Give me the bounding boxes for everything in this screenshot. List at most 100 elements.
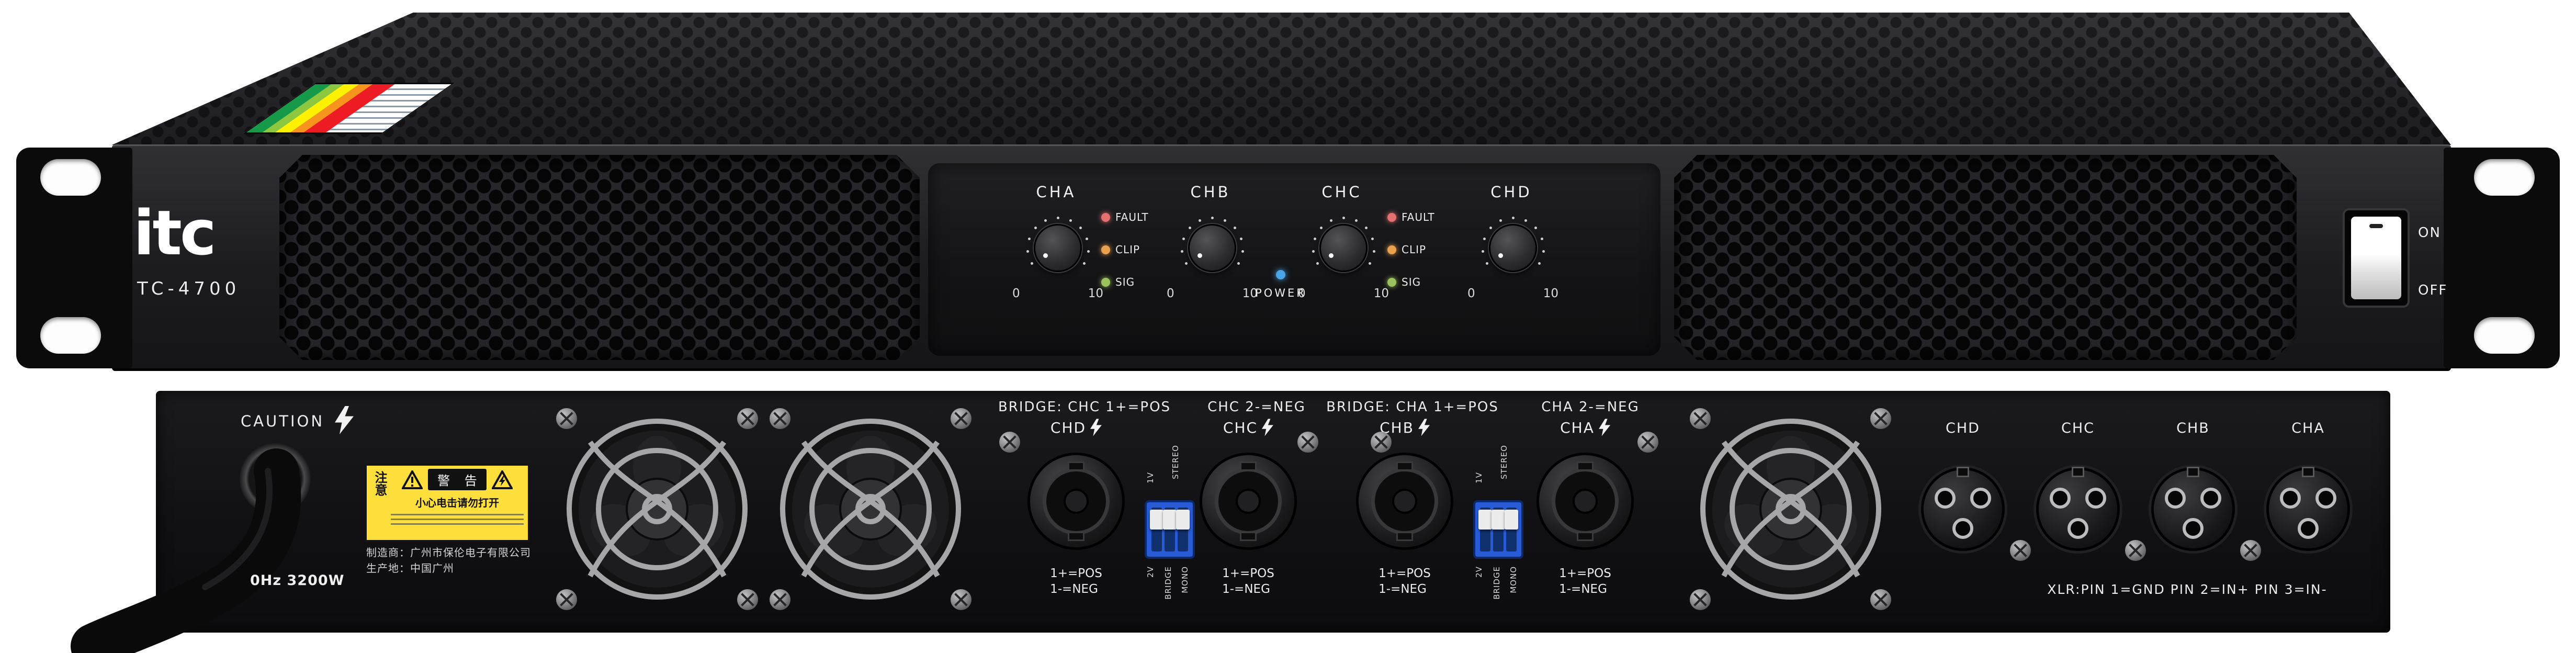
bolt-icon (1090, 419, 1102, 436)
speakon-label-chd: CHD (1050, 419, 1102, 436)
cooling-fan (567, 419, 748, 600)
warning-triangle-icon (402, 470, 423, 489)
xlr-pin-hole (2298, 518, 2319, 539)
power-rating: 0Hz 3200W (250, 572, 345, 589)
dip-lever[interactable] (1150, 508, 1163, 551)
warning-header: 警 告 (428, 469, 487, 490)
led-row: CLIP (1101, 233, 1149, 266)
led-group-cd: FAULT CLIP SIG (1387, 201, 1435, 298)
pin-neg: 1-=NEG (1379, 582, 1427, 596)
screw (1690, 408, 1711, 429)
bolt-icon (1262, 419, 1274, 436)
signal-led (1387, 277, 1396, 287)
pin-labels-chd: 1+=POS 1-=NEG (1050, 566, 1102, 598)
dip-label-mono: MONO (1509, 566, 1518, 593)
xlr-label-chd: CHD (1946, 420, 1980, 436)
caution-label: CAUTION (240, 412, 325, 430)
screw (1870, 408, 1891, 429)
pin-pos: 1+=POS (1379, 567, 1431, 580)
xlr-pin-hole (2085, 488, 2106, 509)
dip-lever[interactable] (1478, 508, 1492, 551)
speakon-tab (1396, 461, 1413, 471)
knob-min: 0 (1167, 287, 1174, 300)
speakon-connector-chc (1202, 455, 1294, 547)
knob-pointer (1197, 253, 1202, 258)
xlr-label-cha: CHA (2291, 420, 2325, 436)
led-label: SIG (1402, 276, 1421, 288)
screw (999, 432, 1020, 453)
manufacture-place-line: 生产地：中国广州 (366, 562, 454, 575)
screw (737, 408, 758, 429)
dip-lever[interactable] (1163, 508, 1177, 551)
gain-knob-chc[interactable] (1319, 224, 1368, 272)
screw (1297, 432, 1318, 453)
chassis-top-face (112, 13, 2451, 145)
cooling-fan (1700, 419, 1881, 600)
mounting-hole (2474, 317, 2535, 354)
power-indicator: POWER (1252, 270, 1309, 299)
channel-label: CHD (1050, 419, 1087, 436)
brand-logo: itc (133, 197, 217, 269)
gain-knob-chd[interactable] (1489, 224, 1537, 272)
knob-max: 10 (1242, 287, 1258, 300)
fault-led (1387, 212, 1396, 222)
knob-ticks (1512, 247, 1515, 250)
xlr-pin-hole (2200, 488, 2221, 509)
gain-knob-chb[interactable] (1188, 224, 1236, 272)
led-label: FAULT (1402, 211, 1435, 223)
dip-block[interactable] (1473, 500, 1523, 559)
dip-block[interactable] (1145, 500, 1195, 559)
dip-lever[interactable] (1176, 508, 1190, 551)
switch-on-label: ON (2418, 225, 2441, 241)
screw (1870, 589, 1891, 610)
speakon-tab (1068, 532, 1084, 541)
rocker-button[interactable] (2351, 217, 2401, 299)
xlr-label-chb: CHB (2176, 420, 2210, 436)
xlr-pin-hole (2183, 518, 2204, 539)
channel-label: CHC (1223, 419, 1258, 436)
fault-led (1101, 212, 1110, 222)
ventilation-grille-left (279, 155, 920, 360)
bridge-label-2b: CHA 2-=NEG (1541, 399, 1640, 415)
led-row: SIG (1101, 266, 1149, 298)
dip-switch-1[interactable]: 1V STEREO 2V BRIDGE MONO (1145, 443, 1195, 621)
dip-lever[interactable] (1505, 508, 1518, 551)
screw (737, 589, 758, 610)
pin-labels-chb: 1+=POS 1-=NEG (1379, 566, 1431, 598)
speakon-core (1573, 489, 1598, 514)
xlr-notch (2302, 467, 2314, 477)
dip-label-bridge: BRIDGE (1492, 566, 1501, 600)
dip-label-2v: 2V (1146, 566, 1155, 578)
power-switch[interactable] (2343, 208, 2410, 308)
led-group-ab: FAULT CLIP SIG (1101, 201, 1149, 298)
xlr-notch (2072, 467, 2084, 477)
notice-text: 注意 (372, 471, 387, 496)
xlr-label-chc: CHC (2061, 420, 2095, 436)
dip-lever[interactable] (1492, 508, 1505, 551)
screw (2240, 540, 2261, 561)
speakon-core (1064, 489, 1089, 514)
led-label: CLIP (1115, 243, 1140, 256)
dip-label-stereo: STEREO (1499, 445, 1509, 479)
pin-pos: 1+=POS (1050, 567, 1102, 580)
dip-switch-2[interactable]: 1V STEREO 2V BRIDGE MONO (1473, 443, 1523, 621)
ventilation-grille-right (1674, 155, 2297, 360)
led-row: CLIP (1387, 233, 1435, 266)
power-led (1276, 270, 1285, 279)
power-cord (71, 448, 301, 653)
speakon-label-cha: CHA (1560, 419, 1610, 436)
screw (770, 408, 790, 429)
rack-ear-right (2444, 148, 2560, 368)
power-label: POWER (1255, 287, 1306, 299)
mounting-hole (40, 159, 101, 196)
certification-label (243, 83, 455, 134)
gain-knob-cha[interactable] (1034, 224, 1082, 272)
speakon-tab (1240, 532, 1257, 541)
pin-pos: 1+=POS (1559, 567, 1611, 580)
speakon-connector-chb (1359, 455, 1451, 547)
knob-max: 10 (1088, 287, 1103, 300)
clip-led (1387, 245, 1396, 254)
dip-label-1v: 1V (1146, 472, 1155, 483)
knob-pointer (1498, 253, 1503, 258)
channel-label: CHA (1036, 183, 1077, 201)
